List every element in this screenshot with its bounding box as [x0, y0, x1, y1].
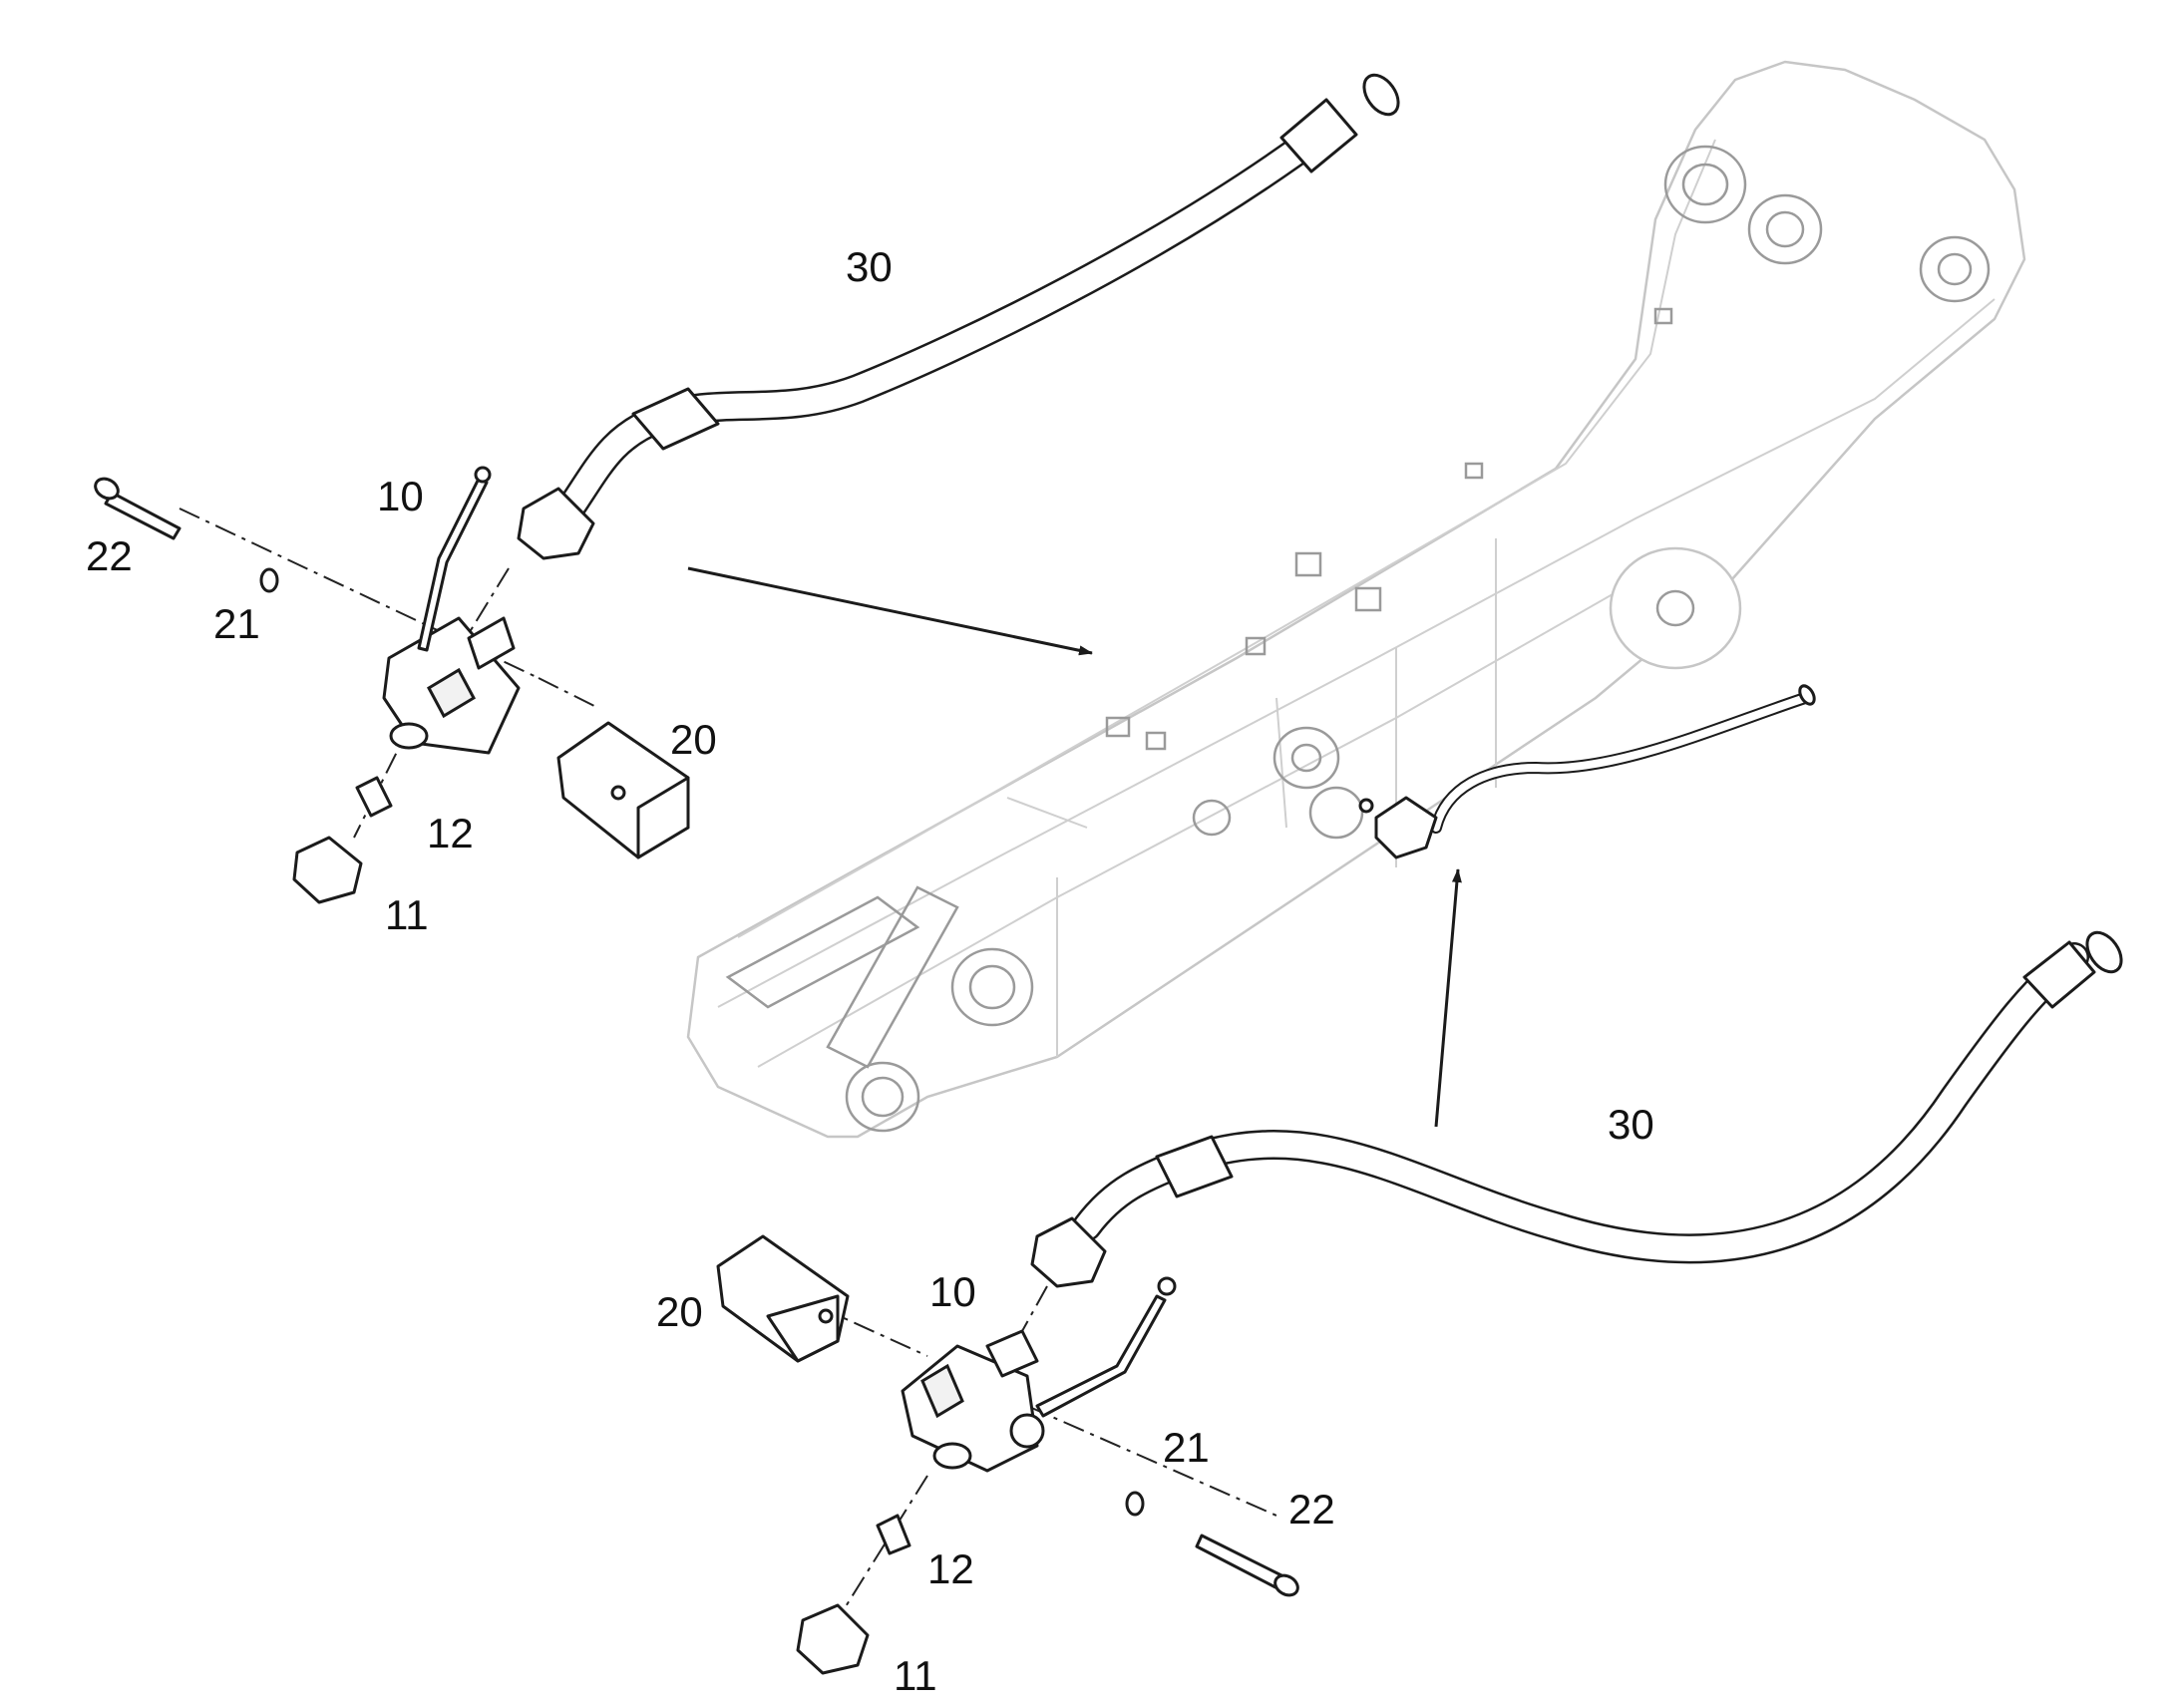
valve-10-upper — [382, 466, 521, 755]
washer-21-lower — [1125, 1491, 1145, 1517]
leader-arrow-upper — [687, 566, 1093, 656]
hose-30-upper — [517, 73, 1400, 560]
callout-11-upper: 11 — [385, 891, 429, 938]
callout-30-upper: 30 — [846, 243, 893, 290]
bolt-22-upper — [94, 477, 182, 540]
hose-30-lower — [1030, 930, 2123, 1288]
clamp-20-upper — [556, 721, 690, 859]
upper-hose-assembly — [94, 73, 1400, 904]
callout-12-upper: 12 — [427, 810, 474, 856]
washer-21-upper — [259, 567, 279, 593]
excavator-boom — [686, 60, 2026, 1139]
callout-20-lower: 20 — [656, 1288, 703, 1335]
callout-22-upper: 22 — [86, 532, 133, 579]
clamp-20-lower — [716, 1234, 850, 1363]
sleeve-12-lower — [876, 1514, 911, 1555]
leader-arrow-lower — [1434, 868, 1462, 1128]
callout-10-upper: 10 — [377, 473, 424, 519]
callout-21-upper: 21 — [213, 600, 260, 647]
callout-20-upper: 20 — [670, 716, 717, 763]
callout-22-lower: 22 — [1288, 1486, 1335, 1533]
callout-30-lower: 30 — [1608, 1101, 1654, 1148]
bolt-22-lower — [1195, 1534, 1299, 1597]
installed-valve-detail — [1358, 684, 1816, 859]
sleeve-12-upper — [355, 776, 393, 818]
callout-21-lower: 21 — [1163, 1424, 1210, 1471]
nut-11-lower — [796, 1603, 870, 1675]
lower-hose-assembly — [716, 930, 2123, 1675]
callout-12-lower: 12 — [927, 1545, 974, 1592]
nut-11-upper — [292, 836, 363, 904]
callout-11-lower: 11 — [894, 1652, 937, 1699]
callout-10-lower: 10 — [929, 1268, 976, 1315]
valve-10-lower — [901, 1276, 1177, 1473]
